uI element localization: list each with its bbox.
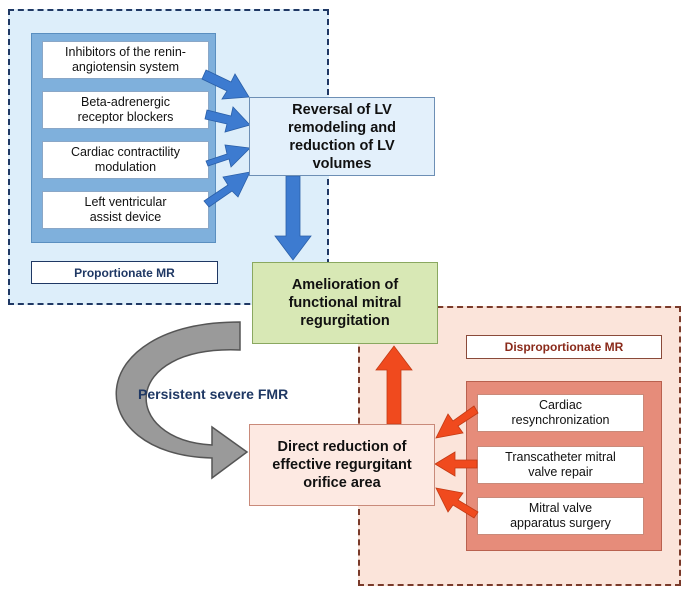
blue-arrow-2 [204,106,251,133]
reversal-lv-remodeling-box: Reversal of LV remodeling and reduction … [249,97,435,176]
direct-reduction-ero-box: Direct reduction of effective regurgitan… [249,424,435,506]
disproportionate-mr-label: Disproportionate MR [466,335,662,359]
blue-arrow-down [274,175,312,261]
blue-arrow-1 [201,69,250,100]
red-arrow-2 [434,451,478,477]
intervention-cardiac-resynchronization: Cardiac resynchronization [477,394,644,432]
amelioration-fmr-box: Amelioration of functional mitral regurg… [252,262,438,344]
intervention-transcatheter-repair: Transcatheter mitral valve repair [477,446,644,484]
intervention-beta-blockers: Beta-adrenergic receptor blockers [42,91,209,129]
red-arrow-1 [435,405,479,439]
proportionate-mr-label: Proportionate MR [31,261,218,284]
persistent-severe-fmr-label: Persistent severe FMR [138,386,289,402]
gray-curved-arrow [115,321,249,480]
red-arrow-3 [435,487,479,519]
intervention-raas-inhibitors: Inhibitors of the renin- angiotensin sys… [42,41,209,79]
red-arrow-up [375,345,413,425]
intervention-cardiac-contractility: Cardiac contractility modulation [42,141,209,179]
intervention-lv-assist-device: Left ventricular assist device [42,191,209,229]
blue-arrow-4 [203,171,251,208]
blue-arrow-3 [205,144,251,168]
intervention-mitral-valve-surgery: Mitral valve apparatus surgery [477,497,644,535]
